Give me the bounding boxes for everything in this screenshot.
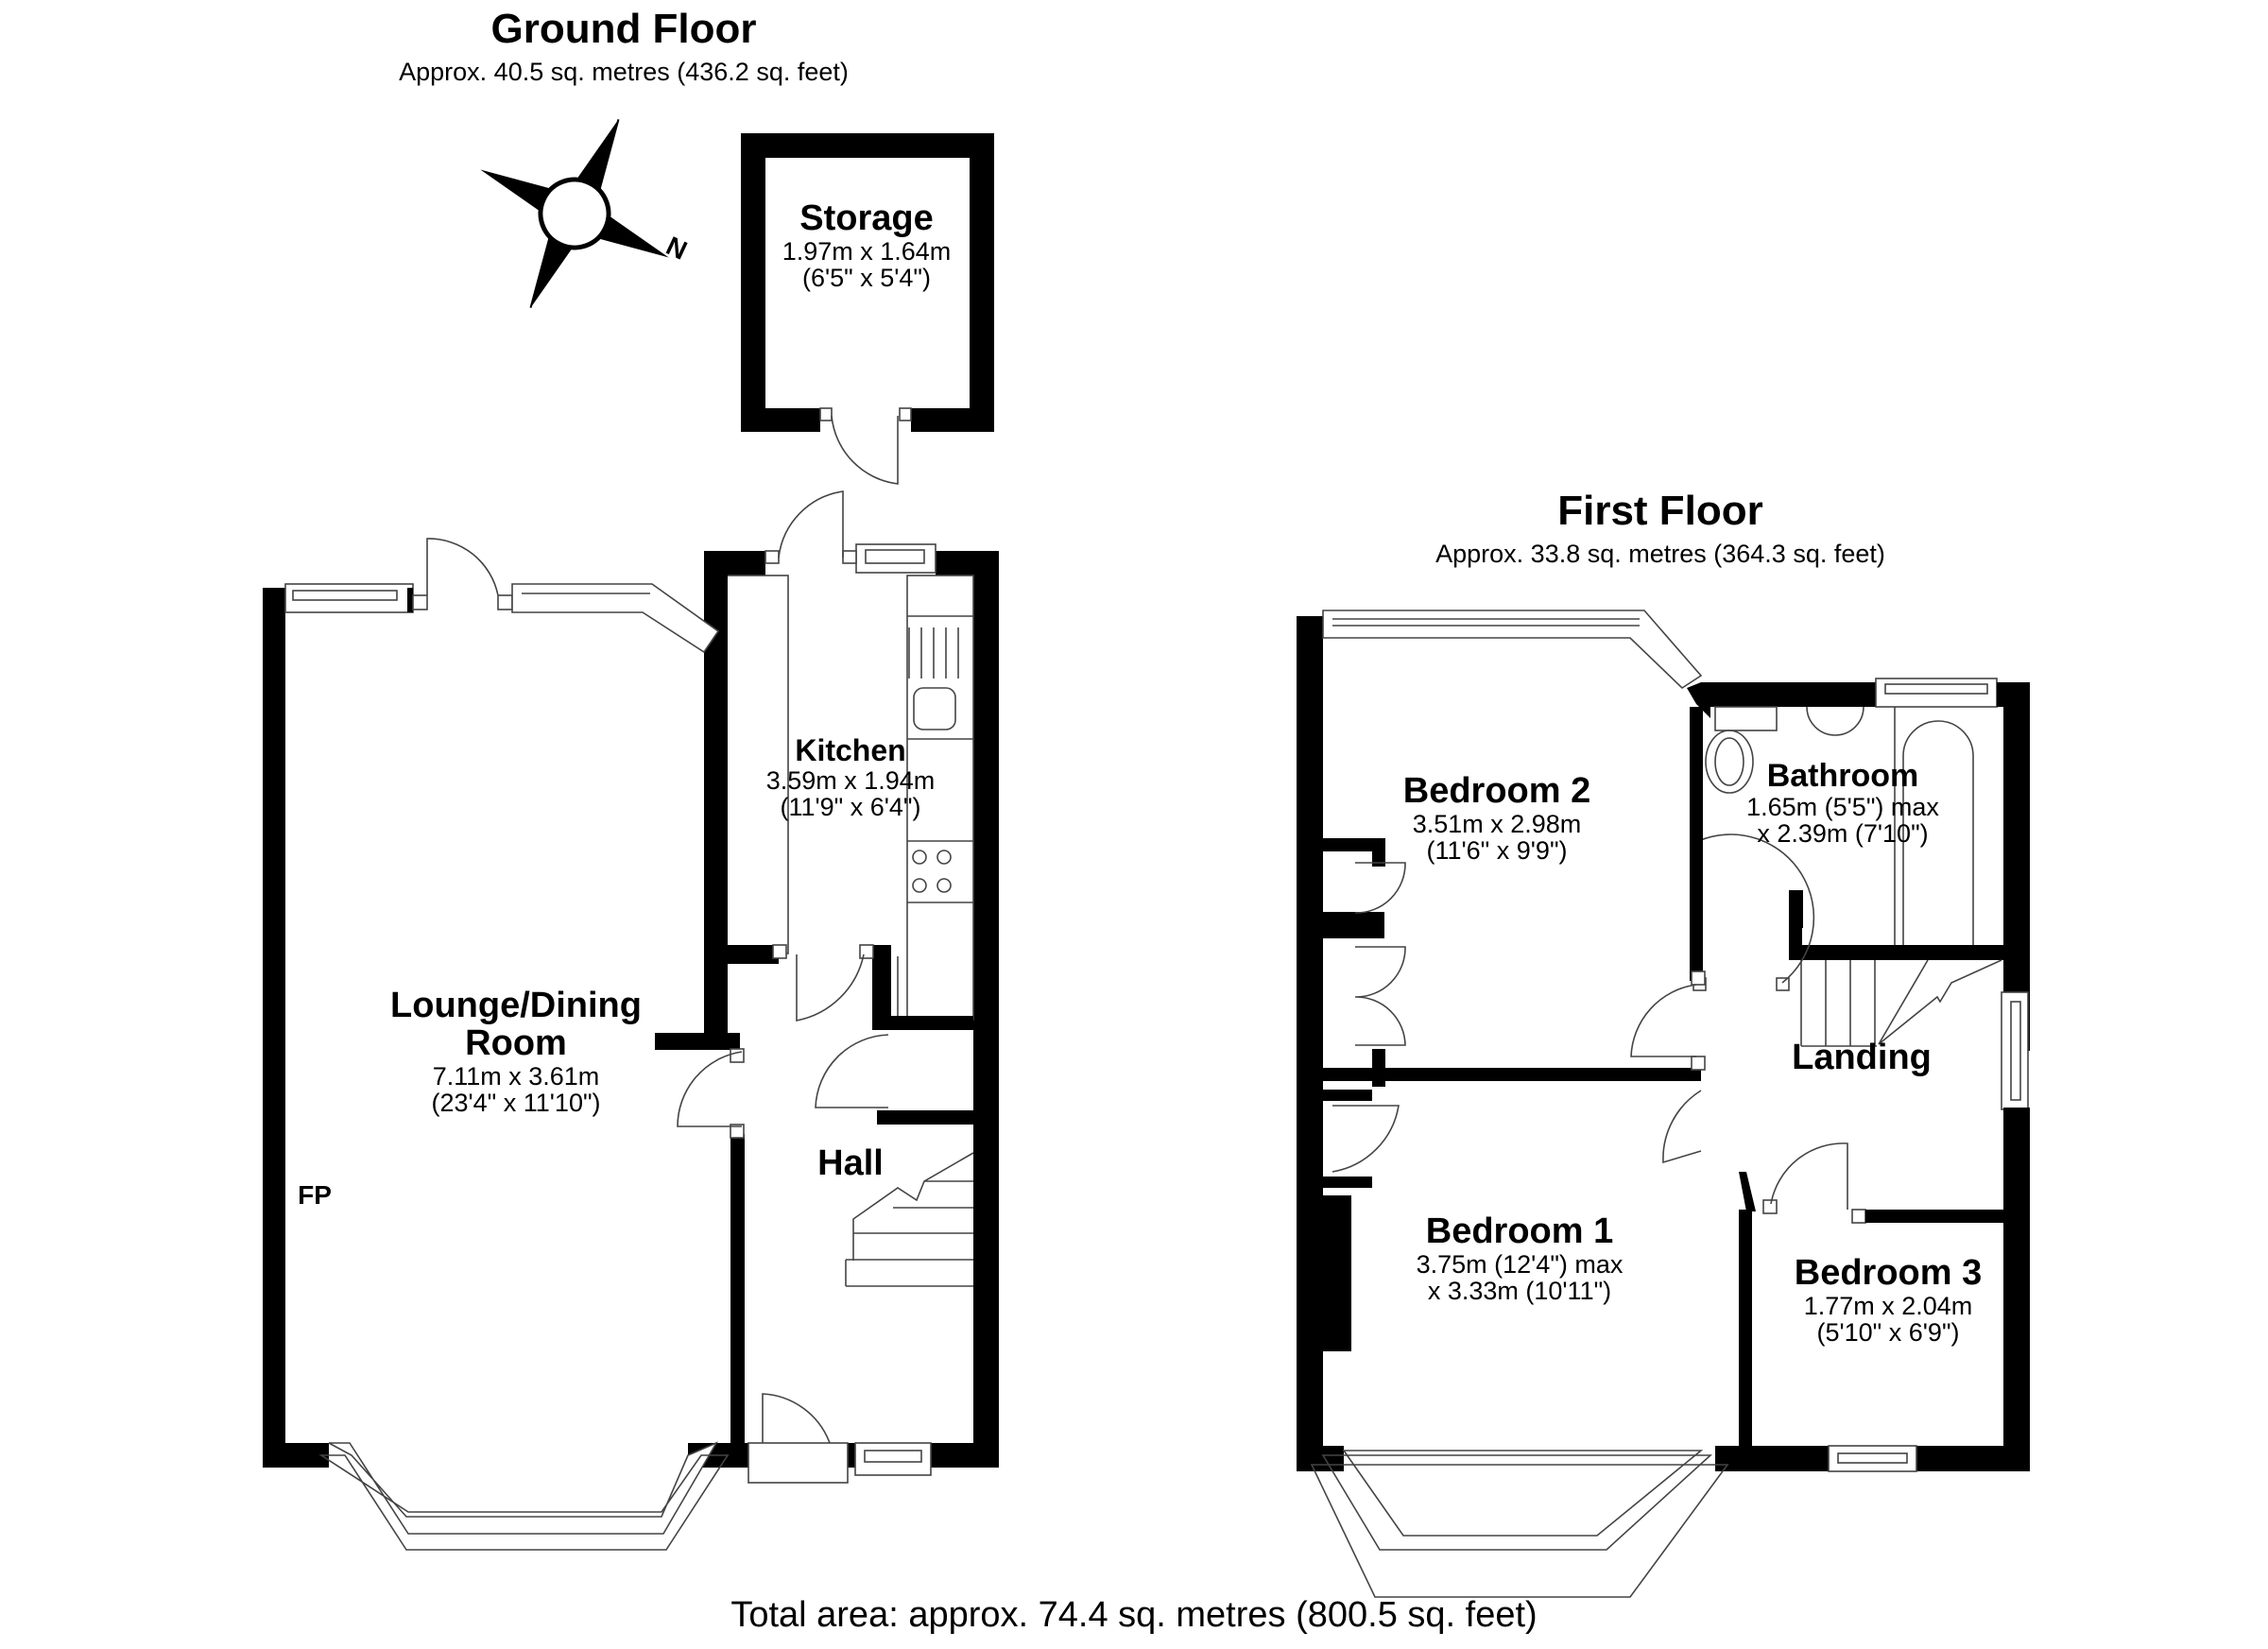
lounge-dining-room	[263, 538, 730, 1551]
first-floor-area: Approx. 33.8 sq. metres (364.3 sq. feet)	[1435, 540, 1885, 568]
room-label-lounge-dining: Lounge/Dining Room 7.11m x 3.61m (23'4" …	[390, 986, 642, 1118]
stairs-icon	[845, 1152, 974, 1287]
ground-floor-title: Ground Floor	[490, 6, 757, 52]
ground-floor-area: Approx. 40.5 sq. metres (436.2 sq. feet)	[399, 58, 849, 86]
total-area: Total area: approx. 74.4 sq. metres (800…	[730, 1595, 1538, 1635]
first-floor-plan	[1297, 610, 2030, 1598]
room-label-storage: Storage 1.97m x 1.64m (6'5" x 5'4")	[782, 198, 952, 293]
compass-icon	[480, 119, 669, 308]
room-label-hall: Hall	[817, 1143, 884, 1183]
ground-floor-plan	[263, 119, 999, 1551]
room-label-bedroom-1: Bedroom 1 3.75m (12'4") max x 3.33m (10'…	[1416, 1211, 1624, 1306]
drainer-icon	[908, 627, 959, 678]
kitchen-hall-block	[655, 490, 999, 1484]
first-floor-title: First Floor	[1557, 488, 1763, 534]
hob-icon	[912, 850, 952, 893]
room-label-kitchen: Kitchen 3.59m x 1.94m (11'9" x 6'4")	[765, 733, 936, 821]
room-label-bathroom: Bathroom 1.65m (5'5") max x 2.39m (7'10"…	[1746, 758, 1939, 849]
room-label-bedroom-3: Bedroom 3 1.77m x 2.04m (5'10" x 6'9")	[1794, 1253, 1983, 1348]
basin-icon	[1806, 706, 1864, 736]
stairs-icon	[1800, 959, 2002, 1047]
cistern-icon	[1714, 706, 1778, 731]
room-label-landing: Landing	[1792, 1038, 1932, 1077]
fireplace-label: FP	[298, 1180, 332, 1210]
room-label-bedroom-2: Bedroom 2 3.51m x 2.98m (11'6" x 9'9")	[1402, 771, 1591, 866]
storage-room	[741, 133, 994, 485]
toilet-icon	[1705, 730, 1754, 794]
bath-icon	[1902, 720, 1974, 945]
sink-icon	[913, 687, 956, 730]
